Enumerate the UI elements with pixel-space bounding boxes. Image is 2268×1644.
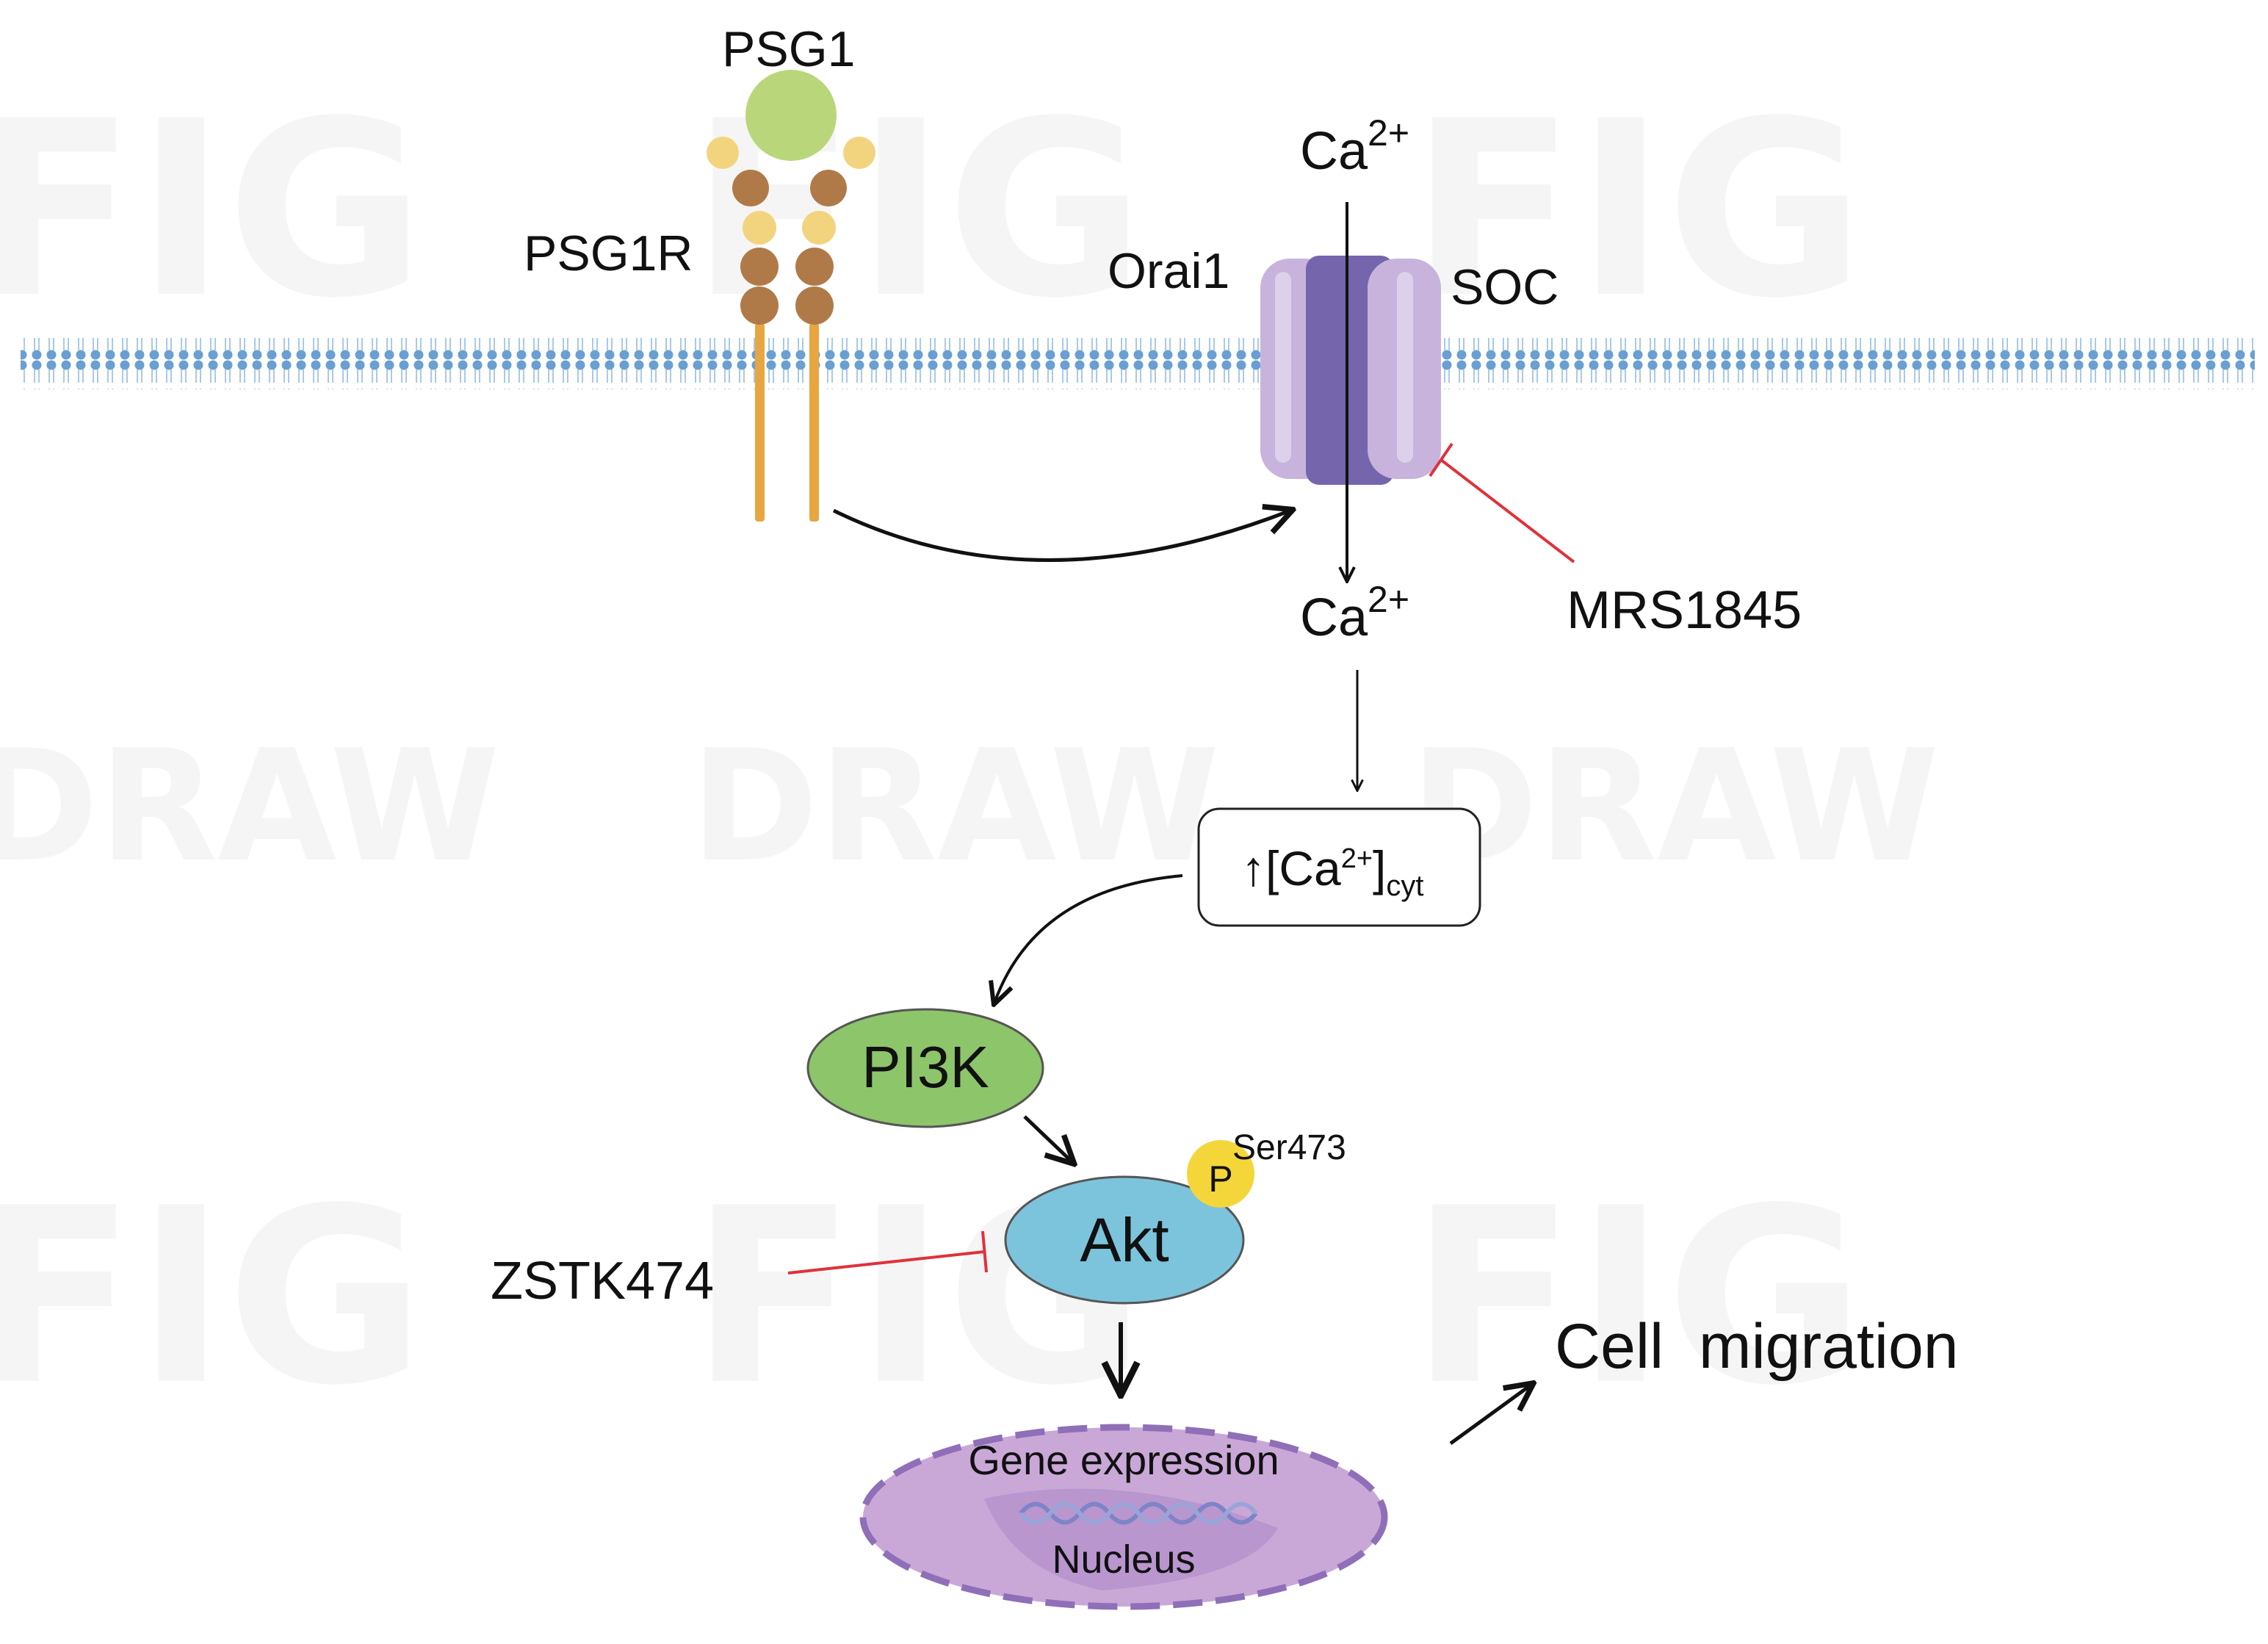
zstk474-inhibition (787, 1230, 988, 1275)
akt-label: Akt (1080, 1205, 1169, 1275)
watermark-text: FIG (0, 69, 425, 351)
gene-expression-label: Gene expression (968, 1437, 1279, 1483)
psg1r-label: PSG1R (524, 226, 693, 281)
receptor-bead (795, 286, 834, 325)
watermark-text: DRAW (0, 716, 500, 896)
watermark-text: FIG (1410, 1156, 1865, 1438)
nucleus (859, 1424, 1388, 1610)
pi3k-to-akt-arrow (1023, 1115, 1072, 1162)
orai1-soc-channel (1260, 256, 1441, 485)
phospho-group (1187, 1140, 1254, 1208)
receptor-bead (843, 137, 875, 169)
receptor-bead (740, 248, 779, 286)
ca-intracellular-label: Ca2+ (1300, 579, 1409, 647)
akt-node (1004, 1175, 1245, 1305)
psg1r-receptor (707, 137, 875, 522)
receptor-to-channel-arrow (832, 511, 1290, 562)
cyt-to-pi3k-arrow (994, 874, 1183, 1003)
psg1-label: PSG1 (722, 21, 855, 77)
watermark-text: FIG (0, 1156, 425, 1438)
orai1-label: Orai1 (1108, 243, 1229, 299)
watermark-text: DRAW (690, 716, 1220, 896)
watermark-text: DRAW (1410, 716, 1940, 896)
nucleus-to-migration-arrow (1449, 1385, 1531, 1446)
receptor-bead (810, 170, 847, 206)
zstk474-label: ZSTK474 (491, 1252, 714, 1310)
pi3k-label: PI3K (862, 1034, 989, 1100)
mrs1845-inhibition (1429, 442, 1575, 563)
receptor-bead (707, 137, 739, 169)
receptor-bead (802, 211, 836, 245)
soc-label: SOC (1451, 259, 1559, 315)
nucleus-label: Nucleus (1052, 1537, 1195, 1582)
receptor-bead (795, 248, 834, 286)
phospho-label: P (1208, 1158, 1232, 1200)
ca-extracellular-label: Ca2+ (1300, 112, 1409, 181)
receptor-stalk-left (755, 323, 765, 522)
watermark: FIG FIG FIG DRAW DRAW DRAW FIG FIG FIG (0, 69, 1940, 1438)
receptor-bead (740, 286, 779, 325)
watermark-text: FIG (1410, 69, 1865, 351)
ser473-label: Ser473 (1232, 1128, 1346, 1167)
mrs1845-label: MRS1845 (1567, 581, 1802, 640)
cell-migration-label: Cell migration (1555, 1311, 1959, 1382)
cytosolic-calcium-label: ↑[Ca2+]cyt (1241, 841, 1424, 902)
cell-membrane (21, 338, 2255, 389)
pi3k-node (806, 1008, 1044, 1128)
receptor-bead (743, 211, 776, 245)
receptor-bead (732, 170, 769, 206)
receptor-stalk-right (809, 323, 819, 522)
psg1-ligand (745, 70, 837, 161)
cytosolic-calcium-box (1197, 807, 1481, 927)
